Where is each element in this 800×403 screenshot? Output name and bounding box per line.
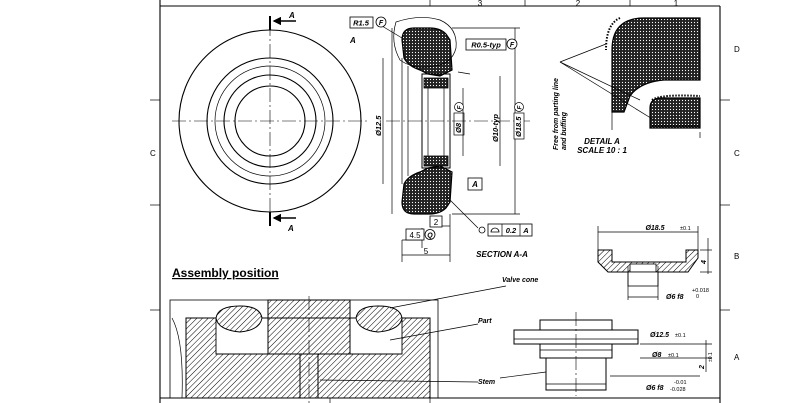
stem-d8-tol: ±0.1 xyxy=(668,353,679,359)
zone-col-3: 3 xyxy=(478,0,483,8)
f-marker-label-2: F xyxy=(510,42,515,49)
stem-d6f8: Ø6 f8 xyxy=(646,385,664,392)
cone-dim-4: 4 xyxy=(701,260,708,265)
dim-d8: Ø8 xyxy=(454,122,463,133)
part-label: Part xyxy=(478,318,492,325)
dim-2-box xyxy=(429,215,443,228)
r0-5-box xyxy=(465,38,507,51)
detail-note-line-2: and buffing xyxy=(561,111,568,150)
dim-d18-5: Ø18.5 xyxy=(514,116,523,137)
zone-row-b: B xyxy=(734,252,739,261)
f-marker-icon xyxy=(454,102,464,112)
f-marker-label-4: F xyxy=(517,105,524,110)
profile-surface-icon xyxy=(490,227,500,233)
dim-4-5-box xyxy=(405,228,425,241)
cone-d18-5-tol: ±0.1 xyxy=(680,226,691,232)
dim-d18-5-box xyxy=(513,112,525,140)
zone-row-c: C xyxy=(734,149,740,158)
dim-4-5: 4.5 xyxy=(409,231,421,240)
zone-row-a: A xyxy=(734,353,740,362)
datum-a-label: A xyxy=(471,180,478,189)
f-marker-label-1: F xyxy=(379,20,384,27)
tolerance-value: 0.2 xyxy=(506,226,517,235)
f-marker-icon xyxy=(506,38,518,50)
detail-a-leader-label: A xyxy=(349,36,356,45)
stem-d8: Ø8 xyxy=(652,352,661,359)
q-marker-label: Q xyxy=(427,233,433,240)
zone-col-2: 2 xyxy=(576,0,581,8)
detail-note-line-1: Free from parting line xyxy=(553,78,560,150)
detail-title: DETAIL A xyxy=(584,137,620,146)
dim-d8-box xyxy=(453,112,465,136)
f-marker-icon xyxy=(514,102,524,112)
section-mark-bottom: A xyxy=(287,224,294,233)
dim-5: 5 xyxy=(424,247,429,256)
r0-5-typ-label: R0.5-typ xyxy=(471,41,501,50)
f-marker-icon xyxy=(375,16,387,28)
r1-5-box xyxy=(349,16,374,29)
stem-dim-2: 2 xyxy=(699,365,706,370)
cone-d18-5: Ø18.5 xyxy=(645,225,664,232)
stem-dim-2-tol: ±0.1 xyxy=(708,352,714,362)
assembly-title: Assembly position xyxy=(172,266,279,280)
cone-tol-lower: 0 xyxy=(696,294,699,300)
valve-cone-drawing xyxy=(597,226,712,300)
section-a-a xyxy=(381,17,530,262)
cone-d6f8: Ø6 f8 xyxy=(666,294,684,301)
stem-d12-5-tol: ±0.1 xyxy=(675,333,686,339)
cone-tol-upper: +0.018 xyxy=(692,288,709,294)
stem-d12-5: Ø12.5 xyxy=(650,332,669,339)
zone-row-d: D xyxy=(734,45,740,54)
zone-col-1: 1 xyxy=(674,0,679,8)
datum-a-box xyxy=(467,177,483,191)
r1-5-label: R1.5 xyxy=(353,19,370,28)
detail-scale: SCALE 10 : 1 xyxy=(577,146,627,155)
stem-label: Stem xyxy=(478,379,495,386)
front-view xyxy=(172,16,368,226)
section-mark-top: A xyxy=(288,11,295,20)
stem-tol-lower: -0.028 xyxy=(670,387,686,393)
tolerance-leader-dot xyxy=(478,226,486,234)
stem-tol-upper: -0.01 xyxy=(674,380,687,386)
zone-row-c-left: C xyxy=(150,149,156,158)
assembly-view xyxy=(169,296,439,403)
dim-2: 2 xyxy=(434,218,439,227)
q-marker-icon xyxy=(424,229,436,240)
valve-cone-label: Valve cone xyxy=(502,277,538,284)
dim-d12-5: Ø12.5 xyxy=(374,115,383,136)
dim-d10-typ: Ø10-typ xyxy=(491,114,500,142)
tolerance-datum: A xyxy=(522,226,528,235)
section-title: SECTION A-A xyxy=(476,250,528,259)
f-marker-label-3: F xyxy=(457,105,464,110)
stem-drawing xyxy=(513,312,712,396)
tolerance-frame xyxy=(487,223,533,237)
detail-a-view xyxy=(559,17,701,138)
